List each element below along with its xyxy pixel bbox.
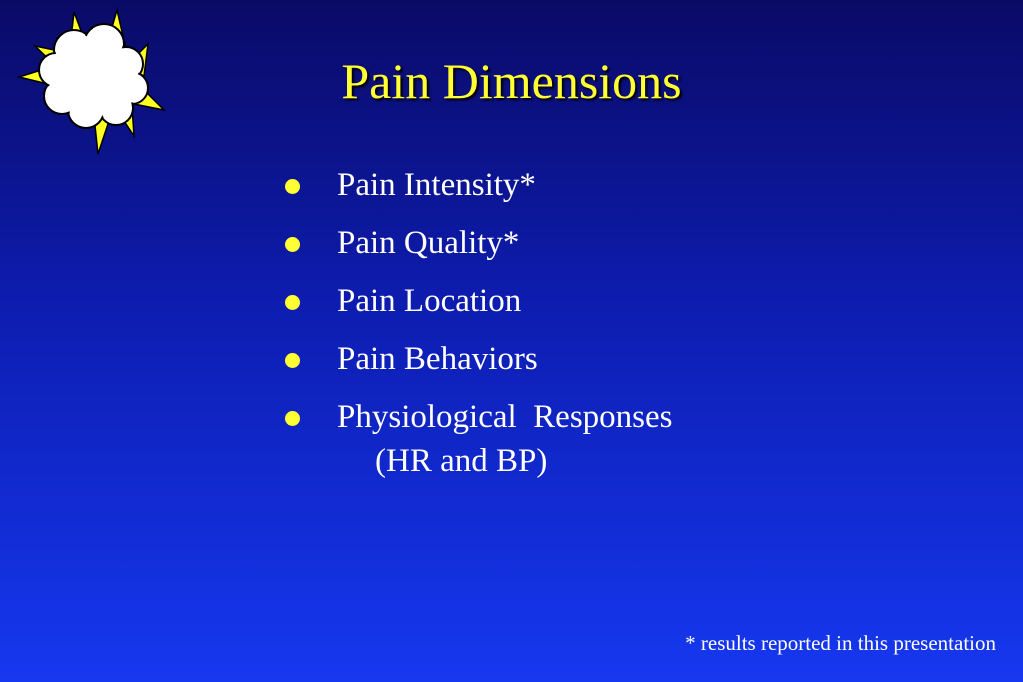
bullet-icon bbox=[285, 179, 300, 194]
sun-cloud-icon bbox=[16, 7, 167, 155]
bullet-text: Physiological Responses bbox=[337, 399, 673, 435]
bullet-icon bbox=[285, 411, 300, 426]
bullet-text: Pain Location bbox=[337, 283, 522, 319]
bullet-icon bbox=[285, 353, 300, 368]
bullet-list: Pain Intensity* Pain Quality* Pain Locat… bbox=[282, 165, 673, 499]
list-item: Pain Behaviors bbox=[282, 339, 673, 379]
slide-title: Pain Dimensions bbox=[341, 53, 682, 109]
bullet-text: Pain Behaviors bbox=[337, 341, 538, 377]
bullet-text: Pain Intensity* bbox=[337, 167, 536, 203]
bullet-text-continuation: (HR and BP) bbox=[375, 443, 548, 479]
footnote: * results reported in this presentation bbox=[685, 631, 996, 655]
list-item: Pain Location bbox=[282, 281, 673, 321]
list-item: Pain Quality* bbox=[282, 223, 673, 263]
bullet-text: Pain Quality* bbox=[337, 225, 520, 261]
list-item: Physiological Responses (HR and BP) bbox=[282, 397, 673, 481]
list-item: Pain Intensity* bbox=[282, 165, 673, 205]
bullet-icon bbox=[285, 237, 300, 252]
bullet-icon bbox=[285, 295, 300, 310]
